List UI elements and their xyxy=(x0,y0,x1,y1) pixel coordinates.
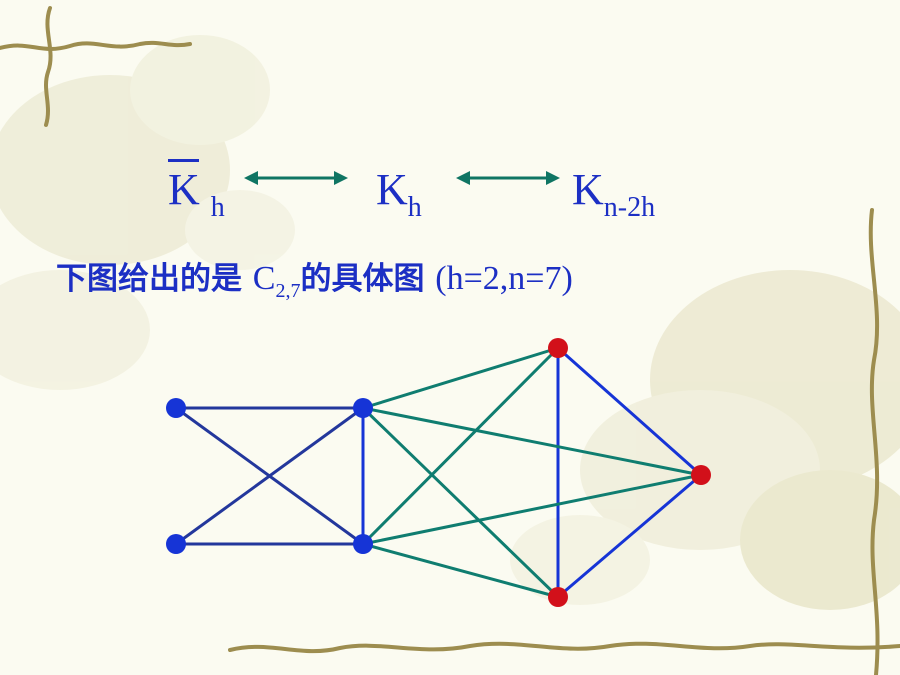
formula-term-kn2h: Kn-2h xyxy=(572,165,655,222)
node-left-top xyxy=(166,398,186,418)
term-sub: h xyxy=(210,192,225,223)
caption: 下图给出的是 C2,7的具体图 (h=2,n=7) xyxy=(56,260,573,302)
edge-mb-rr xyxy=(362,473,702,546)
overline-mark xyxy=(168,159,199,162)
node-mid-top xyxy=(353,398,373,418)
double-arrow-1 xyxy=(244,171,348,185)
edge-mt-rt xyxy=(362,346,559,410)
edge-mb-rb xyxy=(362,542,559,599)
edge-rr-rb xyxy=(557,473,702,599)
node-red-bottom xyxy=(548,587,568,607)
term-sub: n-2h xyxy=(603,192,656,223)
vine-left-stem xyxy=(44,6,53,127)
vine-bottom xyxy=(228,641,900,654)
term-base: K xyxy=(376,165,408,214)
edge-mb-rt xyxy=(361,346,560,546)
term-sub: h xyxy=(407,192,422,223)
node-red-right xyxy=(691,465,711,485)
edge-rt-rr xyxy=(557,346,702,477)
vine-right-stem xyxy=(868,208,880,675)
edge-mt-rb xyxy=(361,406,560,599)
formula-term-complement: K h xyxy=(168,159,225,222)
vine-top-left xyxy=(0,40,192,51)
caption-c-sub: 2,7 xyxy=(275,280,301,302)
edge-lb-mt xyxy=(175,406,364,546)
formula-term-kh: Kh xyxy=(376,165,422,222)
node-red-top xyxy=(548,338,568,358)
caption-c-base: C xyxy=(252,260,276,297)
edge-mt-rr xyxy=(362,406,702,477)
caption-params: (h=2,n=7) xyxy=(435,260,573,297)
double-arrow-2 xyxy=(456,171,560,185)
caption-middle: 的具体图 xyxy=(300,261,436,297)
caption-prefix: 下图给出的是 xyxy=(56,261,253,297)
node-left-bottom xyxy=(166,534,186,554)
term-base: K xyxy=(168,165,200,214)
node-mid-bottom xyxy=(353,534,373,554)
term-base: K xyxy=(572,165,604,214)
